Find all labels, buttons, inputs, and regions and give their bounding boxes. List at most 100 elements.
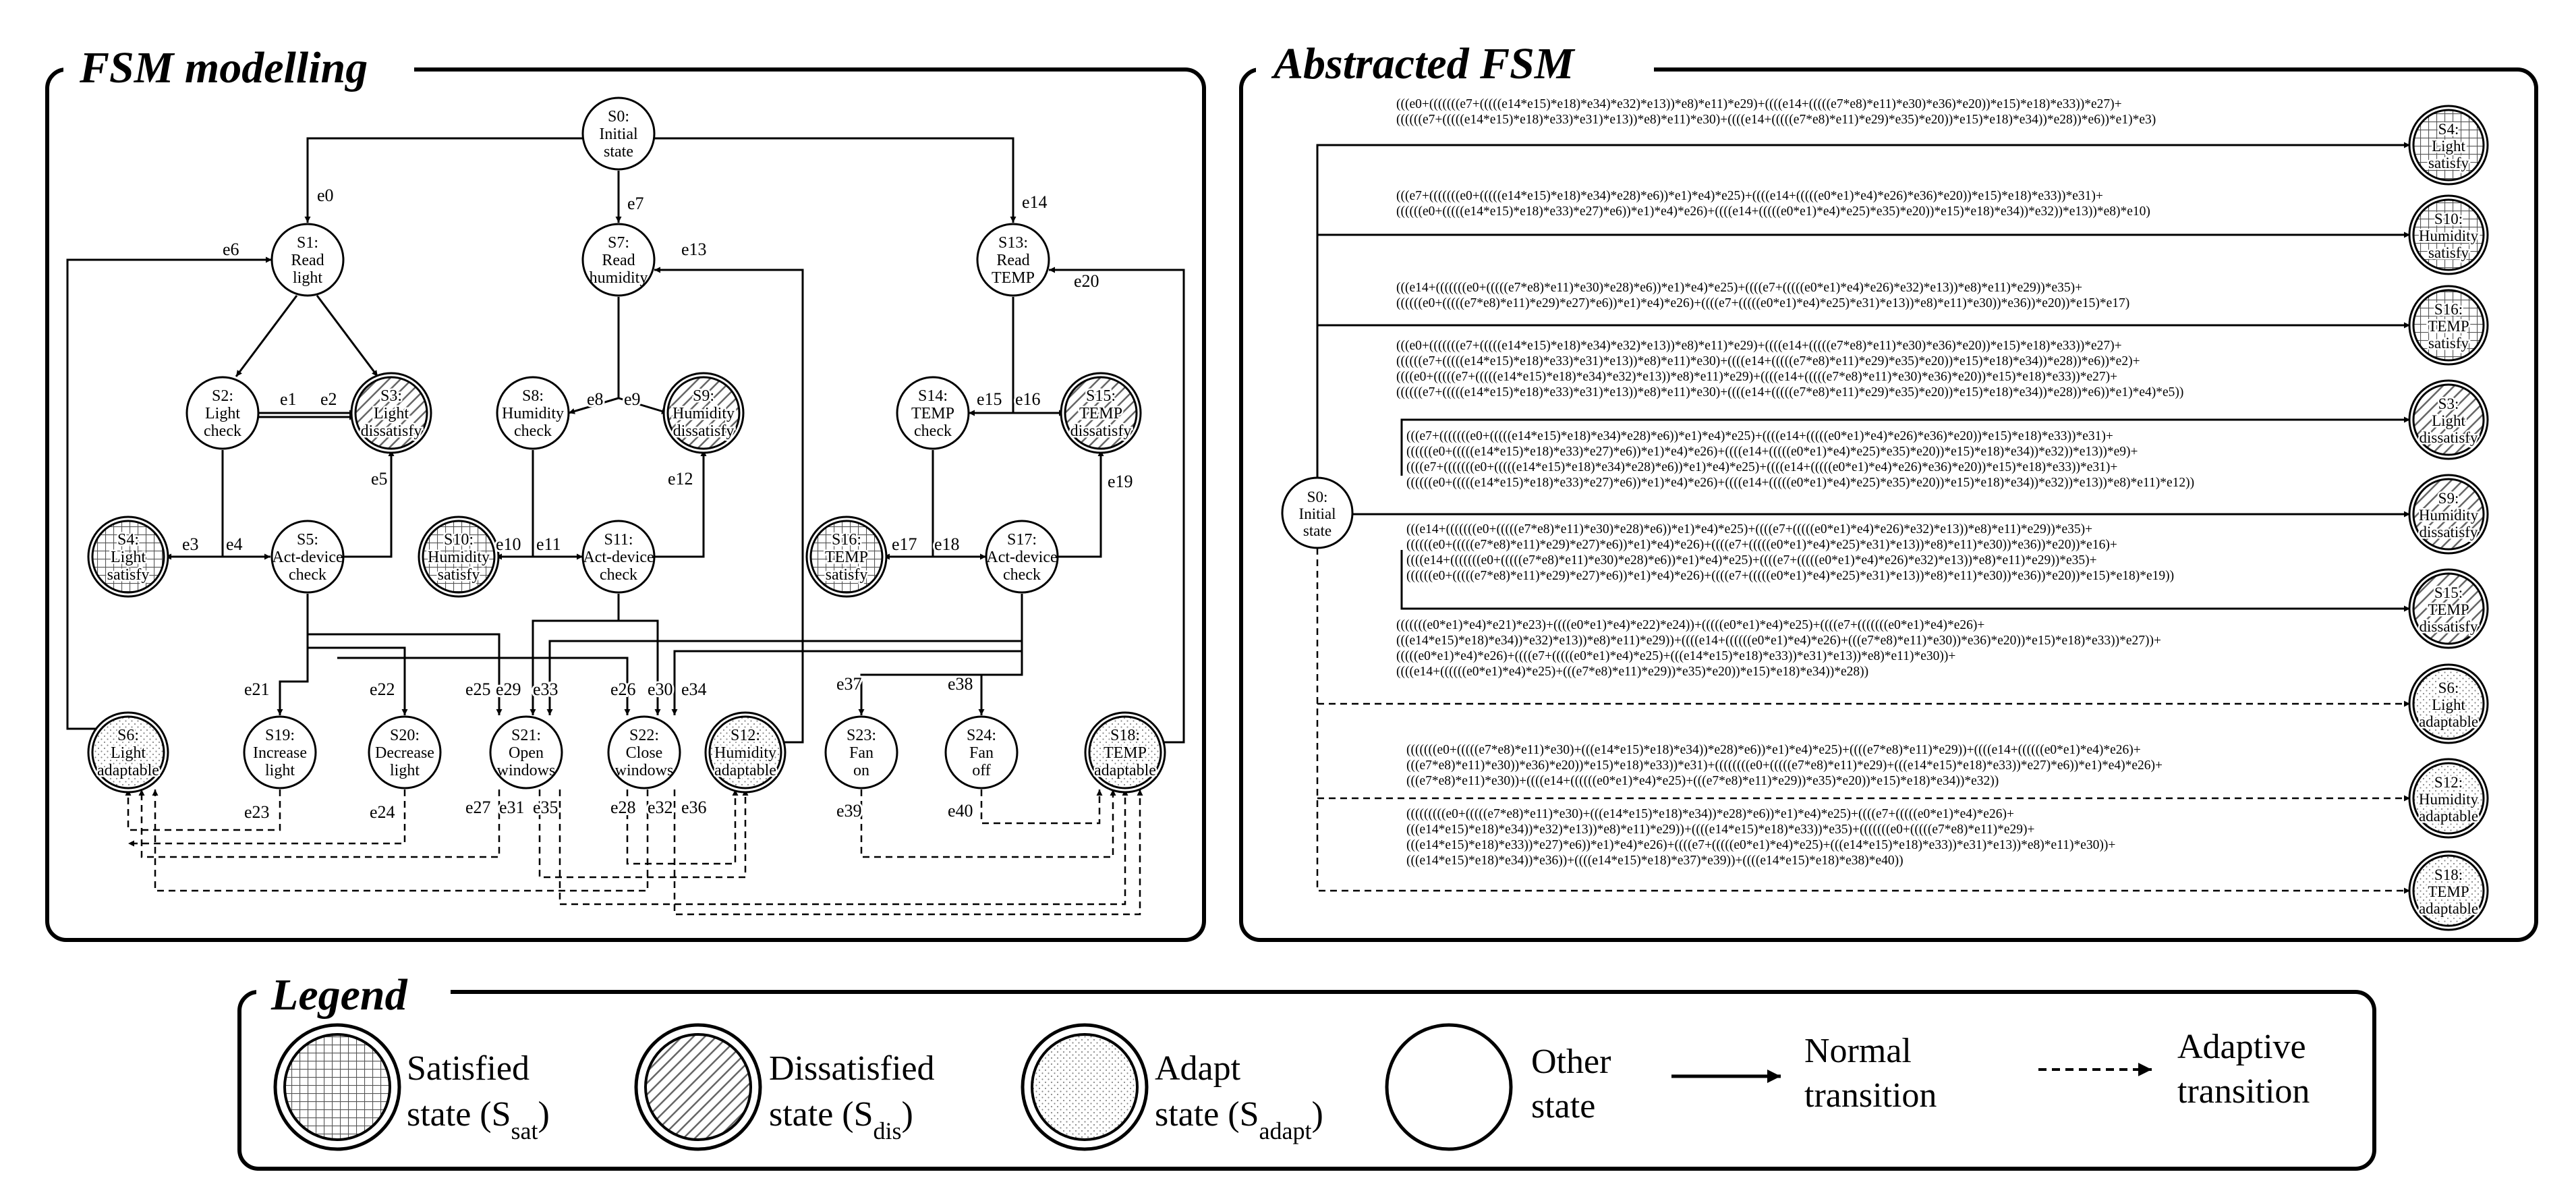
state-label: Humidity (428, 549, 490, 566)
legend-adaptive-line1: Adaptive (2177, 1028, 2306, 1066)
regex-line: (((e7+(((((((e0+(((((e14*e15)*e18)*e34)*… (1396, 189, 2103, 203)
transition-arrow (546, 640, 1022, 715)
legend-other: Other state (1385, 1023, 1611, 1151)
edge-label-e6: e6 (223, 240, 239, 259)
state-label: Light (374, 405, 409, 422)
transition-arrow (138, 789, 500, 858)
state-label: Open (509, 744, 544, 762)
regex-line: ((((((e7+(((((e14*e15)*e18)*e33)*e31)*e1… (1396, 113, 2156, 127)
state-label: satisfy (438, 566, 480, 584)
state-label: humidity (590, 269, 648, 287)
legend-satisfied-line2: state (Ssat) (407, 1095, 550, 1144)
state-label: Light (111, 744, 146, 762)
regex-line: ((((((e0+(((((e14*e15)*e18)*e33)*e27)*e6… (1406, 445, 2138, 459)
regex-label-4: (((e0+(((((((e7+(((((e14*e15)*e18)*e34)*… (1396, 339, 2183, 399)
transition-arrow (337, 657, 631, 715)
edge-label-e0: e0 (317, 186, 334, 205)
state-label: satisfy (107, 566, 150, 584)
edge-label-e8: e8 (587, 389, 604, 409)
regex-line: (((e7+(((((((e0+(((((e14*e15)*e18)*e34)*… (1406, 429, 2113, 443)
regex-label-7: (((((((e0*e1)*e4)*e21)*e23)+((((e0*e1)*e… (1396, 618, 2161, 679)
edge-label-e29: e29 (496, 679, 521, 699)
abstract-panel-title: Abstracted FSM (1271, 39, 1576, 88)
edge-label-e38: e38 (948, 674, 973, 694)
edge-label-e40: e40 (948, 801, 973, 821)
state-label: Act-device (272, 549, 343, 566)
edge-label-e19: e19 (1108, 472, 1133, 491)
abstract-state-label: satisfy (2428, 244, 2469, 261)
abstract-state-label: S16: (2434, 301, 2463, 318)
state-label: S4: (117, 531, 139, 549)
transition-arrow (626, 789, 739, 865)
regex-label-9: (((((((((e0+(((((e7*e8)*e11)*e30)+(((e14… (1406, 807, 2115, 868)
regex-line: ((((((e0+(((((e7*e8)*e11)*e29)*e27)*e6))… (1406, 538, 2117, 552)
edge-label-e5: e5 (371, 469, 388, 489)
transition-arrow (125, 789, 281, 831)
state-label: S2: (212, 387, 233, 405)
state-label: Read (996, 252, 1029, 269)
state-label: S20: (390, 727, 420, 744)
legend-other-line1: Other (1531, 1043, 1611, 1081)
regex-line: (((e14*e15)*e18)*e34))*e32)*e13))*e8)*e1… (1396, 634, 2161, 648)
legend-adapt-symbol (1021, 1023, 1149, 1151)
state-label: Humidity (714, 744, 776, 762)
legend-other-symbol (1385, 1023, 1513, 1151)
transition-arrow (980, 789, 1103, 825)
abstract-state-label: S12: (2434, 774, 2463, 791)
regex-line: ((((((e7+(((((e14*e15)*e18)*e33)*e31)*e1… (1396, 385, 2183, 399)
abstract-transition (1400, 416, 2410, 476)
regex-line: (((((e0*e1)*e4)*e26)+((((e7+(((((e0*e1)*… (1396, 649, 1955, 663)
regex-line: (((e14+(((((((e0+(((((e7*e8)*e11)*e30)*e… (1396, 281, 2082, 295)
regex-label-5: (((e7+(((((((e0+(((((e14*e15)*e18)*e34)*… (1406, 429, 2194, 490)
edge-label-e2: e2 (320, 389, 337, 409)
edge-label-e14: e14 (1022, 192, 1048, 212)
edge-label-e16: e16 (1015, 389, 1041, 409)
legend-adaptive: Adaptive transition (2038, 1028, 2310, 1111)
legend-panel (237, 990, 2376, 1171)
regex-line: ((((e0+(((((e7+(((((e14*e15)*e18)*e34)*e… (1396, 370, 2117, 384)
state-label: S11: (604, 531, 633, 549)
state-label: S18: (1110, 727, 1140, 744)
edge-label-e37: e37 (836, 674, 862, 694)
legend-panel-title: Legend (270, 970, 408, 1020)
legend-dissatisfied-line1: Dissatisfied (769, 1049, 935, 1088)
transition-arrow (152, 789, 649, 892)
state-label: TEMP (1079, 405, 1122, 422)
legend-normal-line2: transition (1804, 1076, 1937, 1115)
state-label: S23: (847, 727, 876, 744)
legend-dissatisfied-symbol (634, 1023, 762, 1151)
abstract-state-label: adaptable (2419, 900, 2478, 917)
fsm-panel-title: FSM modelling (79, 43, 368, 92)
state-label: Act-device (583, 549, 654, 566)
abstract-state-label: Humidity (2419, 507, 2479, 524)
edge-label-e17: e17 (892, 534, 917, 554)
regex-line: (((e0+(((((((e7+(((((e14*e15)*e18)*e34)*… (1396, 97, 2122, 111)
edge-label-e18: e18 (934, 534, 960, 554)
abstract-regex: (((e0+(((((((e7+(((((e14*e15)*e18)*e34)*… (1396, 97, 2194, 868)
edge-label-e23: e23 (244, 802, 270, 822)
abstract-nodes: S0:InitialstateS4:LightsatisfyS10:Humidi… (1281, 105, 2489, 931)
fsm-panel (45, 67, 1206, 942)
state-label: adaptable (97, 762, 159, 779)
abstract-state-label: dissatisfy (2420, 618, 2478, 635)
regex-line: (((e14*e15)*e18)*e33))*e27)*e6))*e1)*e4)… (1406, 838, 2115, 852)
transition-arrow (66, 256, 272, 730)
state-label: S24: (967, 727, 996, 744)
state-label: Increase (253, 744, 307, 762)
regex-line: (((e0+(((((((e7+(((((e14*e15)*e18)*e34)*… (1396, 339, 2122, 353)
state-label: Read (602, 252, 635, 269)
state-label: light (293, 269, 322, 287)
state-label: S21: (511, 727, 541, 744)
state-label: satisfy (826, 566, 868, 584)
abstract-state-label: Light (2432, 412, 2465, 429)
transition-arrow (277, 594, 309, 715)
